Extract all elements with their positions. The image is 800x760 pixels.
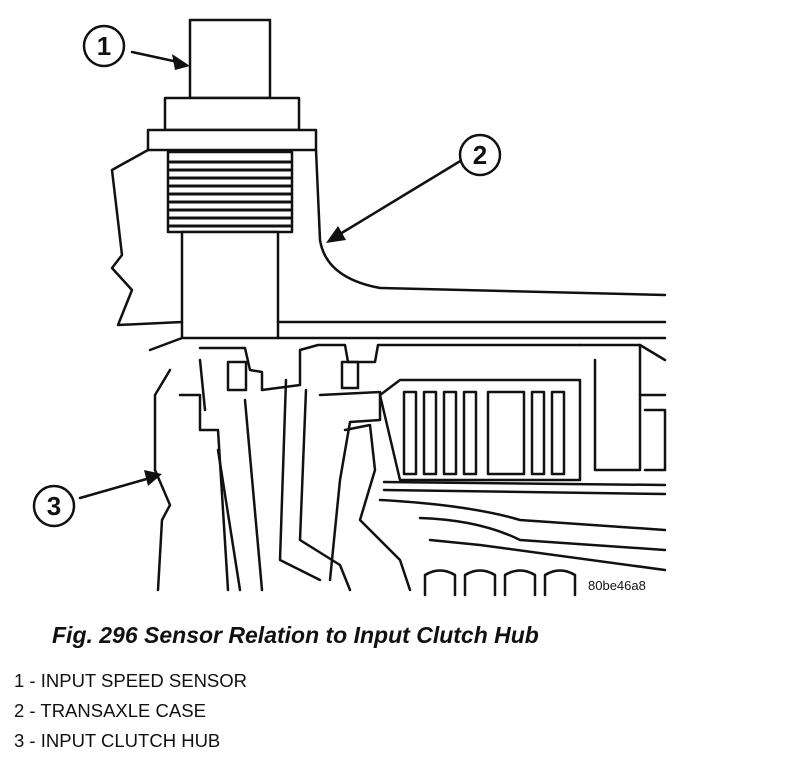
clutch-pack (378, 343, 667, 597)
legend-item-1: 1 - INPUT SPEED SENSOR (14, 670, 248, 691)
callout-leader-2 (326, 158, 464, 243)
figure-image-code: 80be46a8 (588, 578, 646, 593)
transaxle-case (110, 148, 667, 352)
callout-3 (32, 484, 76, 528)
callout-3-number: 3 (47, 491, 61, 521)
callout-2 (458, 133, 502, 177)
callout-leader-1 (130, 50, 190, 70)
callout-1-number: 1 (97, 31, 111, 61)
callout-leader-3 (78, 470, 162, 500)
legend-item-3: 3 - INPUT CLUTCH HUB (14, 730, 221, 751)
callout-2-number: 2 (473, 140, 487, 170)
sensor-clutch-hub-diagram: 1 2 3 80be46a8 (32, 18, 667, 597)
legend-item-2: 2 - TRANSAXLE CASE (14, 700, 206, 721)
input-speed-sensor (146, 18, 318, 340)
input-clutch-hub (153, 343, 582, 592)
parts-legend: 1 - INPUT SPEED SENSOR 2 - TRANSAXLE CAS… (14, 666, 247, 756)
callout-1 (82, 24, 126, 68)
figure-caption: Fig. 296 Sensor Relation to Input Clutch… (52, 622, 539, 648)
